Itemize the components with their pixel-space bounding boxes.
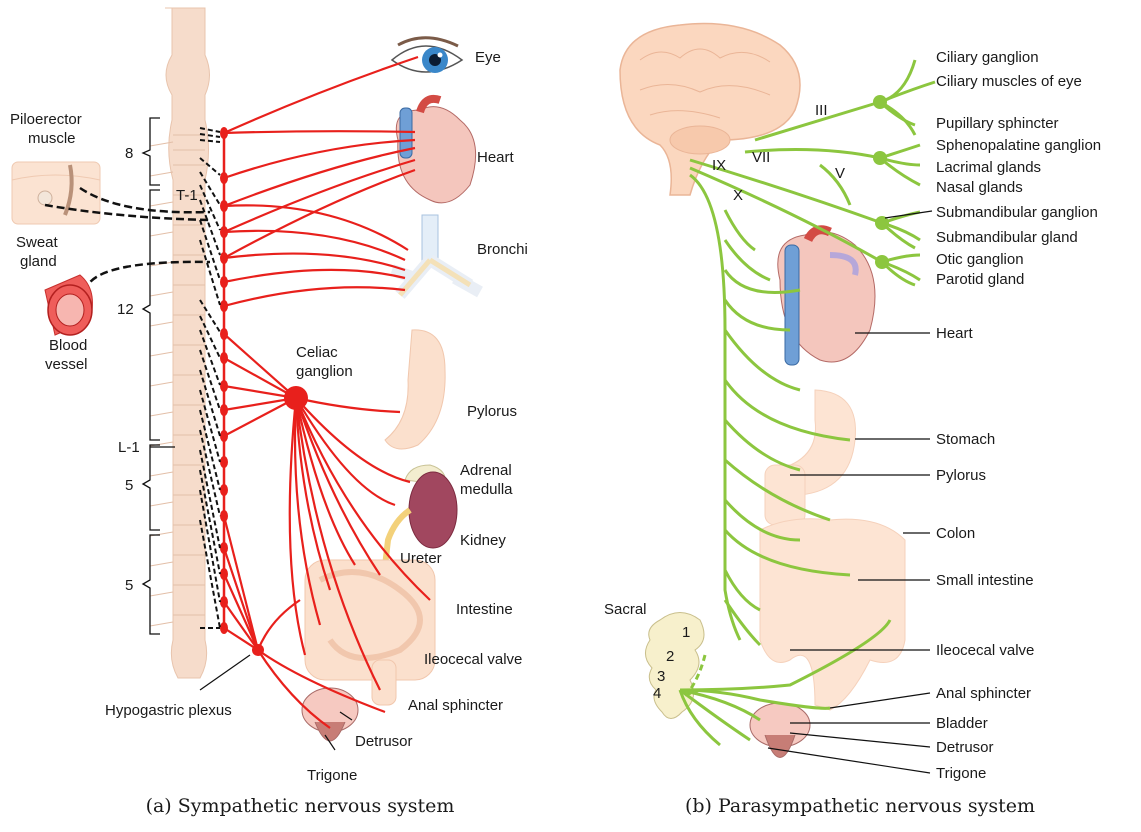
label-celiac-1: Celiac xyxy=(296,344,338,361)
brain-icon xyxy=(620,24,800,195)
label-vertebra-t1: T-1 xyxy=(176,187,198,204)
label-nerve-v: V xyxy=(835,165,845,182)
label-colon: Colon xyxy=(936,525,975,542)
eye-icon xyxy=(392,38,462,73)
label-adrenal-1: Adrenal xyxy=(460,462,512,479)
label-sweat-2: gland xyxy=(20,253,57,270)
label-adrenal-2: medulla xyxy=(460,481,513,498)
hypogastric-plexus-node xyxy=(252,644,264,656)
label-intestine: Intestine xyxy=(456,601,513,618)
label-pylorus: Pylorus xyxy=(467,403,517,420)
label-vertebra-12: 12 xyxy=(117,301,134,318)
stomach-icon xyxy=(385,330,445,449)
label-vessel-1: Blood xyxy=(49,337,87,354)
label-nasal: Nasal glands xyxy=(936,179,1023,196)
label-ciliary-ganglion: Ciliary ganglion xyxy=(936,49,1039,66)
label-lacrimal: Lacrimal glands xyxy=(936,159,1041,176)
label-p-trigone: Trigone xyxy=(936,765,986,782)
label-pupillary: Pupillary sphincter xyxy=(936,115,1059,132)
label-ileocecal: Ileocecal valve xyxy=(424,651,522,668)
celiac-ganglion xyxy=(284,386,308,410)
label-anal-sphincter: Anal sphincter xyxy=(408,697,503,714)
label-p-detrusor: Detrusor xyxy=(936,739,994,756)
parasympathetic-ganglia xyxy=(873,95,889,269)
label-stomach: Stomach xyxy=(936,431,995,448)
label-small-intestine: Small intestine xyxy=(936,572,1034,589)
label-sphenopalatine: Sphenopalatine ganglion xyxy=(936,137,1101,154)
label-sacral-2: 2 xyxy=(666,648,674,665)
label-vertebra-s5: 5 xyxy=(125,577,133,594)
caption-parasympathetic: (b) Parasympathetic nervous system xyxy=(685,795,1035,817)
label-vertebra-l5: 5 xyxy=(125,477,133,494)
label-nerve-x: X xyxy=(733,187,743,204)
label-detrusor: Detrusor xyxy=(355,733,413,750)
label-p-anal: Anal sphincter xyxy=(936,685,1031,702)
label-sweat-1: Sweat xyxy=(16,234,59,251)
heart-icon xyxy=(396,99,475,203)
label-piloerector-1: Piloerector xyxy=(10,111,82,128)
label-bladder: Bladder xyxy=(936,715,988,732)
label-nerve-vii: VII xyxy=(752,149,770,166)
parasympathetic-panel: Ciliary ganglion Ciliary muscles of eye … xyxy=(604,24,1101,817)
label-ureter: Ureter xyxy=(400,550,442,567)
label-otic: Otic ganglion xyxy=(936,251,1024,268)
label-hypogastric: Hypogastric plexus xyxy=(105,702,232,719)
label-p-pylorus: Pylorus xyxy=(936,467,986,484)
label-sacral-4: 4 xyxy=(653,685,661,702)
skin-patch xyxy=(12,162,100,224)
label-vessel-2: vessel xyxy=(45,356,88,373)
label-submandibular-ganglion: Submandibular ganglion xyxy=(936,204,1098,221)
caption-sympathetic: (a) Sympathetic nervous system xyxy=(146,795,455,817)
label-sacral: Sacral xyxy=(604,601,647,618)
label-vertebra-8: 8 xyxy=(125,145,133,162)
label-trigone: Trigone xyxy=(307,767,357,784)
intestine-icon xyxy=(305,560,435,705)
sympathetic-panel: Eye Heart Bronchi Celiac ganglion Pyloru… xyxy=(10,8,528,817)
blood-vessel-icon xyxy=(45,275,92,335)
spinal-column xyxy=(150,8,210,678)
label-nerve-ix: IX xyxy=(712,157,726,174)
label-piloerector-2: muscle xyxy=(28,130,76,147)
label-eye: Eye xyxy=(475,49,501,66)
bronchi-icon xyxy=(392,215,480,295)
label-sacral-1: 1 xyxy=(682,624,690,641)
label-kidney: Kidney xyxy=(460,532,506,549)
vertebral-brackets xyxy=(143,118,175,634)
label-submandibular-gland: Submandibular gland xyxy=(936,229,1078,246)
bladder-icon xyxy=(302,688,358,741)
label-nerve-iii: III xyxy=(815,102,828,119)
label-bronchi: Bronchi xyxy=(477,241,528,258)
label-p-heart: Heart xyxy=(936,325,974,342)
label-ciliary-muscles: Ciliary muscles of eye xyxy=(936,73,1082,90)
label-heart: Heart xyxy=(477,149,515,166)
label-vertebra-l1: L-1 xyxy=(118,439,140,456)
label-p-ileocecal: Ileocecal valve xyxy=(936,642,1034,659)
label-celiac-2: ganglion xyxy=(296,363,353,380)
label-parotid: Parotid gland xyxy=(936,271,1024,288)
label-sacral-3: 3 xyxy=(657,668,665,685)
